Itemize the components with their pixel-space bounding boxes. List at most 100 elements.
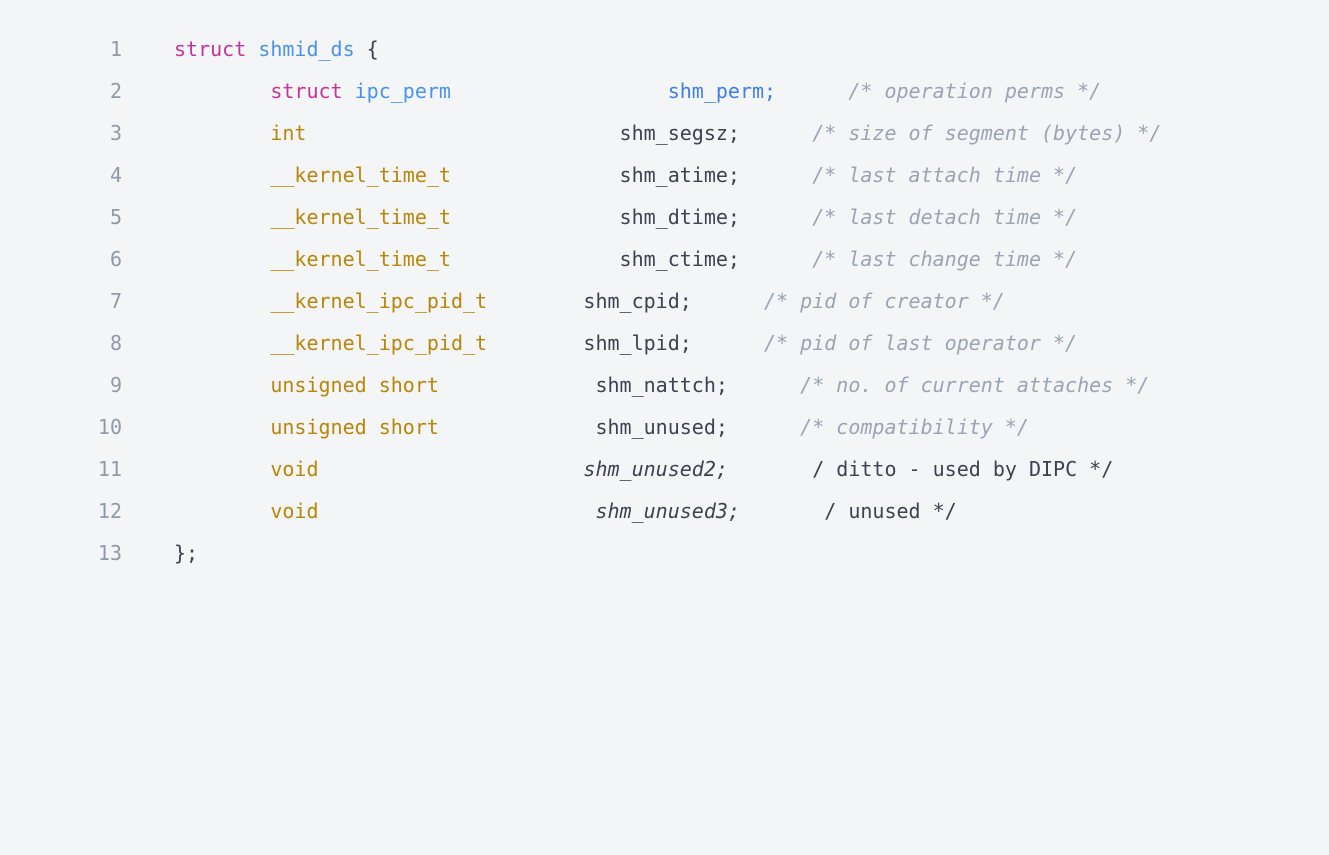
code-token: / ditto - used by DIPC */ [812,457,1114,481]
code-token [319,499,596,523]
code-token [776,79,848,103]
code-token: /* last attach time */ [812,163,1078,187]
code-line: 4 __kernel_time_t shm_atime; /* last att… [0,154,1329,196]
line-number: 4 [109,163,122,187]
code-token: __kernel_time_t [270,247,451,271]
code-token [174,247,270,271]
code-token [451,247,620,271]
code-line-content[interactable]: __kernel_time_t shm_atime; /* last attac… [174,154,1329,196]
code-token [740,247,812,271]
code-token: __kernel_time_t [270,205,451,229]
code-token [740,499,824,523]
code-line: 12 void shm_unused3; / unused */ [0,490,1329,532]
code-line-content[interactable]: struct ipc_perm shm_perm; /* operation p… [174,70,1329,112]
code-line-content[interactable]: __kernel_ipc_pid_t shm_cpid; /* pid of c… [174,280,1329,322]
code-line-content[interactable]: __kernel_time_t shm_ctime; /* last chang… [174,238,1329,280]
code-token: __kernel_ipc_pid_t [270,289,488,313]
code-token: shm_segsz; [619,121,740,145]
code-token: shm_perm; [667,79,777,103]
code-token [692,331,764,355]
code-token: shmid_ds [258,37,355,61]
code-token [451,205,620,229]
code-line: 8 __kernel_ipc_pid_t shm_lpid; /* pid of… [0,322,1329,364]
code-token [692,289,764,313]
code-line: 10 unsigned short shm_unused; /* compati… [0,406,1329,448]
code-token [439,415,596,439]
code-line-content[interactable]: }; [174,532,1329,574]
code-token [451,79,668,103]
code-line: 11 void shm_unused2; / ditto - used by D… [0,448,1329,490]
line-number: 9 [109,373,122,397]
code-token [728,373,800,397]
code-token [174,79,270,103]
line-number: 7 [109,289,122,313]
code-token: /* pid of creator */ [764,289,1005,313]
code-token: struct [174,37,259,61]
code-token: }; [174,541,199,565]
code-line-content[interactable]: struct shmid_ds { [174,28,1329,70]
code-line-content[interactable]: __kernel_time_t shm_dtime; /* last detac… [174,196,1329,238]
code-line-content[interactable]: __kernel_ipc_pid_t shm_lpid; /* pid of l… [174,322,1329,364]
code-token: shm_unused2; [583,457,728,481]
code-token [174,205,270,229]
code-token: /* last change time */ [812,247,1078,271]
code-token [740,205,812,229]
code-line-content[interactable]: unsigned short shm_nattch; /* no. of cur… [174,364,1329,406]
code-token: struct [270,79,355,103]
line-number: 2 [109,79,122,103]
code-line-content[interactable]: int shm_segsz; /* size of segment (bytes… [174,112,1329,154]
code-token [174,499,270,523]
code-token [174,289,270,313]
code-token: { [354,37,379,61]
code-token: shm_lpid; [583,331,692,355]
code-token: unsigned short [270,373,439,397]
code-token: __kernel_ipc_pid_t [270,331,488,355]
code-token: __kernel_time_t [270,163,451,187]
code-token: /* compatibility */ [800,415,1029,439]
line-number: 1 [109,37,122,61]
code-line: 3 int shm_segsz; /* size of segment (byt… [0,112,1329,154]
code-token [728,457,812,481]
code-token [174,331,270,355]
code-line: 2 struct ipc_perm shm_perm; /* operation… [0,70,1329,112]
code-token [487,289,583,313]
code-token [174,415,270,439]
code-line: 6 __kernel_time_t shm_ctime; /* last cha… [0,238,1329,280]
code-line-content[interactable]: unsigned short shm_unused; /* compatibil… [174,406,1329,448]
code-token: /* last detach time */ [812,205,1078,229]
code-token: /* pid of last operator */ [764,331,1078,355]
code-token: ipc_perm [354,79,451,103]
line-number: 3 [109,121,122,145]
code-token [319,457,584,481]
code-token [174,457,270,481]
code-token [439,373,596,397]
code-token [306,121,619,145]
code-line: 1 struct shmid_ds { [0,28,1329,70]
code-token: shm_unused; [595,415,728,439]
line-number: 13 [97,541,122,565]
code-token: shm_cpid; [583,289,692,313]
code-line: 7 __kernel_ipc_pid_t shm_cpid; /* pid of… [0,280,1329,322]
line-number: 10 [97,415,122,439]
line-number: 12 [97,499,122,523]
code-token [174,373,270,397]
code-token: shm_nattch; [595,373,728,397]
code-line-content[interactable]: void shm_unused2; / ditto - used by DIPC… [174,448,1329,490]
line-number: 5 [109,205,122,229]
code-line-content[interactable]: void shm_unused3; / unused */ [174,490,1329,532]
code-token: /* operation perms */ [848,79,1102,103]
code-token [487,331,583,355]
code-token [174,163,270,187]
code-token: int [270,121,307,145]
code-token: shm_atime; [619,163,740,187]
code-token: / unused */ [824,499,957,523]
code-token: unsigned short [270,415,439,439]
line-number: 11 [97,457,122,481]
code-token [728,415,800,439]
code-line: 9 unsigned short shm_nattch; /* no. of c… [0,364,1329,406]
line-number: 6 [109,247,122,271]
code-token [740,121,812,145]
